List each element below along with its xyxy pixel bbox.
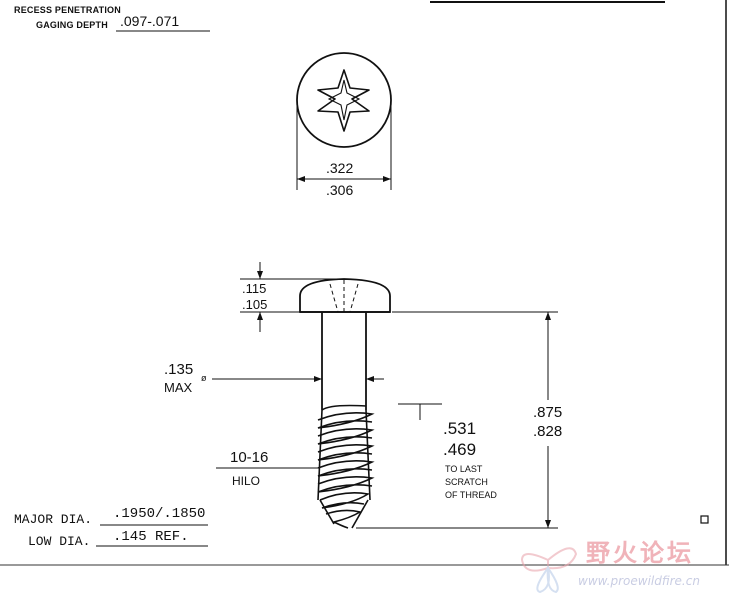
screw-side-view: [212, 262, 558, 529]
watermark-text: 野火论坛: [586, 539, 694, 567]
thread-note-line1: TO LAST: [445, 464, 483, 474]
overall-length-min: .828: [533, 423, 563, 440]
recess-label-line1: RECESS PENETRATION: [14, 5, 121, 15]
low-dia-label: LOW DIA.: [28, 534, 91, 549]
thread-length-min: .469: [443, 440, 477, 459]
thread-type: HILO: [232, 474, 261, 488]
head-outline-circle: [296, 52, 392, 148]
head-dia-min: .306: [326, 182, 354, 198]
phillips-recess-icon: [317, 69, 370, 132]
head-height-max: .115: [242, 281, 267, 296]
shank-value: .135: [164, 361, 194, 378]
thread-helix: [317, 404, 375, 529]
thread-note-line2: SCRATCH: [445, 477, 488, 487]
recess-hidden-left: [329, 283, 339, 313]
overall-length-max: .875: [533, 404, 563, 421]
screw-head-profile: [299, 278, 391, 313]
recess-label-line2: GAGING DEPTH: [36, 20, 108, 30]
recess-hidden-right: [349, 283, 359, 313]
thread-length-max: .531: [443, 419, 477, 438]
major-dia-value: .1950/.1850: [113, 506, 206, 522]
thread-spec: 10-16: [230, 449, 269, 466]
major-dia-label: MAJOR DIA.: [14, 512, 93, 527]
corner-mark: [700, 515, 709, 524]
head-height-min: .105: [242, 297, 268, 312]
recess-value: .097-.071: [120, 13, 180, 29]
diameter-symbol: ø: [201, 373, 207, 383]
arrow-left: [297, 176, 305, 182]
head-dia-max: .322: [326, 160, 354, 176]
arrow-right: [383, 176, 391, 182]
watermark-logo-icon: [520, 547, 578, 594]
shank-note: MAX: [164, 380, 193, 395]
low-dia-value: .145 REF.: [113, 529, 189, 545]
head-top-view: [296, 52, 392, 190]
watermark-url: www.proewildfire.cn: [578, 574, 700, 588]
recess-inner-outline: [327, 79, 361, 121]
thread-note-line3: OF THREAD: [445, 490, 497, 500]
